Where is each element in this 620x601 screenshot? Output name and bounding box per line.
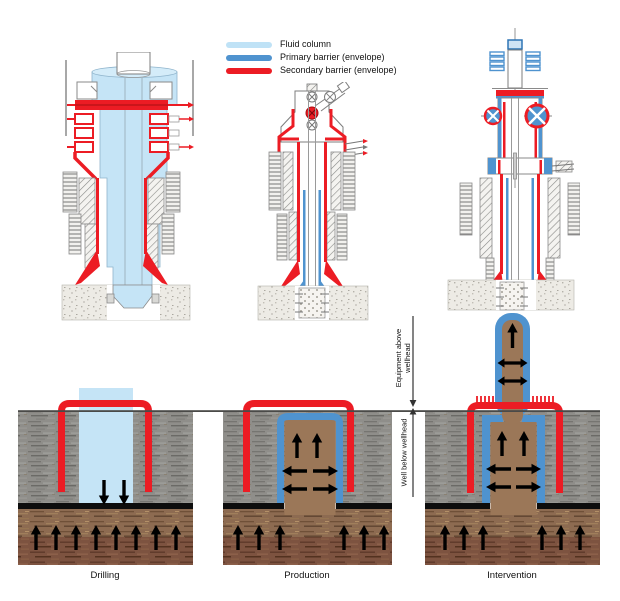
drilling-caption: Drilling xyxy=(90,570,120,581)
diverter-housing xyxy=(76,81,173,100)
secondary-barrier-casing xyxy=(75,178,168,285)
production-tubing xyxy=(308,91,316,296)
wellhead-funnel xyxy=(73,152,170,181)
barrier-envelope-diagrams xyxy=(18,313,600,565)
secondary-barrier-envelope xyxy=(58,400,152,492)
casing-strings xyxy=(268,151,356,261)
ground-block xyxy=(447,279,575,311)
toolstring xyxy=(511,98,519,280)
intervention-diagram xyxy=(425,313,600,552)
ground-block xyxy=(61,284,191,321)
well-below-wellhead-label: Well below wellhead xyxy=(399,418,409,487)
flow-branch xyxy=(314,82,351,112)
primary-barrier-label: Primary barrier (envelope) xyxy=(280,52,385,62)
production-caption: Production xyxy=(284,570,330,581)
drilling-schematic xyxy=(61,52,194,321)
secondary-barrier-casing xyxy=(280,142,344,288)
production-diagram xyxy=(223,400,392,552)
master-valve xyxy=(524,103,552,129)
intervention-schematic xyxy=(447,28,580,311)
equipment-above-wellhead-label: Equipment above wellhead xyxy=(394,328,412,388)
caprock-left xyxy=(223,503,284,509)
legend-row-secondary: Secondary barrier (envelope) xyxy=(226,64,426,77)
primary-barrier-envelope xyxy=(277,413,343,503)
tree-valves xyxy=(305,91,319,131)
ram-preventers xyxy=(67,113,194,153)
drill-pipe xyxy=(116,52,151,300)
annular-preventer xyxy=(67,100,194,110)
wellhead-surface-line xyxy=(18,410,600,412)
wellhead-shoulders xyxy=(487,157,575,175)
drilling-diagram xyxy=(18,388,193,552)
legend-row-fluid: Fluid column xyxy=(226,38,426,51)
intervention-caption: Intervention xyxy=(487,570,537,581)
caprock-right xyxy=(336,503,392,509)
fluid-column-swatch xyxy=(226,41,272,48)
primary-barrier-swatch xyxy=(226,54,272,61)
secondary-barrier-swatch xyxy=(226,67,272,74)
swab-valve xyxy=(481,106,503,126)
lubricator-flange xyxy=(492,88,548,99)
secondary-barrier-label: Secondary barrier (envelope) xyxy=(280,65,397,75)
secondary-barrier-hatch xyxy=(476,396,554,403)
secondary-barrier-envelope xyxy=(467,402,563,493)
caprock-right xyxy=(537,503,600,509)
stuffing-box xyxy=(489,39,541,89)
caprock-left xyxy=(425,503,490,509)
caprock xyxy=(18,503,193,509)
hydrocarbon-riser xyxy=(502,320,523,424)
production-schematic xyxy=(257,82,369,321)
hydrocarbon-column xyxy=(284,420,336,515)
rig-frame xyxy=(65,60,194,136)
casing-strings xyxy=(62,171,181,269)
tree-cap xyxy=(306,83,318,92)
secondary-barrier-tree xyxy=(277,109,347,157)
fluid-column-label: Fluid column xyxy=(280,39,332,49)
casing-strings xyxy=(459,177,580,289)
legend-row-primary: Primary barrier (envelope) xyxy=(226,51,426,64)
legend: Fluid column Primary barrier (envelope) … xyxy=(226,38,426,77)
wellhead-reference-line xyxy=(409,316,417,497)
secondary-barrier-envelope xyxy=(243,400,354,492)
ground-block xyxy=(257,285,369,321)
